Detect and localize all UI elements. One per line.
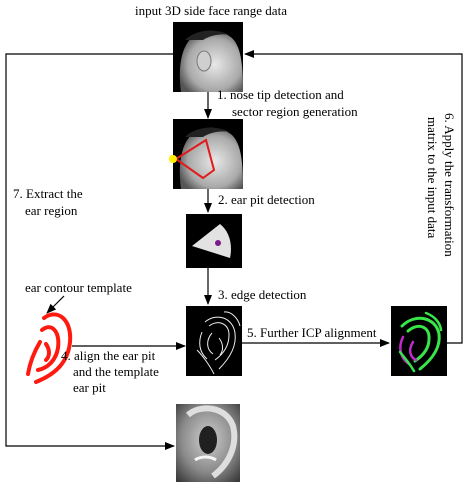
step5-label: 5. Further ICP alignment — [247, 325, 377, 340]
ear-contour-template — [26, 312, 73, 384]
arrow-step6 — [244, 50, 463, 344]
nose-tip-marker — [169, 155, 177, 163]
step6-label-line2: matrix to the input data — [425, 117, 440, 239]
side-face-range-image — [173, 22, 243, 92]
step1-label-line2: sector region generation — [232, 104, 358, 119]
aligned-result-image — [391, 306, 447, 376]
ear-pit-image — [186, 214, 242, 268]
arrow-step7 — [5, 53, 175, 450]
ear-pit-marker — [215, 240, 221, 246]
template-label: ear contour template — [25, 280, 132, 295]
template-pointer-arrow — [46, 295, 65, 314]
step4-label-line3: ear pit — [73, 380, 106, 395]
step4-label-line1: 4. align the ear pit — [61, 348, 156, 363]
step6-label-line1: 6. Apply the transformation — [442, 113, 457, 257]
diagram-title: input 3D side face range data — [135, 3, 287, 18]
sector-region-outline — [174, 138, 216, 180]
sector-region-image — [169, 119, 243, 189]
step7-label-line1: 7. Extract the — [13, 186, 83, 201]
step7-label-line2: ear region — [25, 203, 78, 218]
extracted-ear-image — [176, 404, 240, 482]
step1-label-line1: 1. nose tip detection and — [217, 87, 344, 102]
edge-map-image — [186, 306, 242, 376]
step2-label: 2. ear pit detection — [218, 192, 315, 207]
step4-label-line2: and the template — [73, 364, 159, 379]
step3-label: 3. edge detection — [218, 287, 307, 302]
